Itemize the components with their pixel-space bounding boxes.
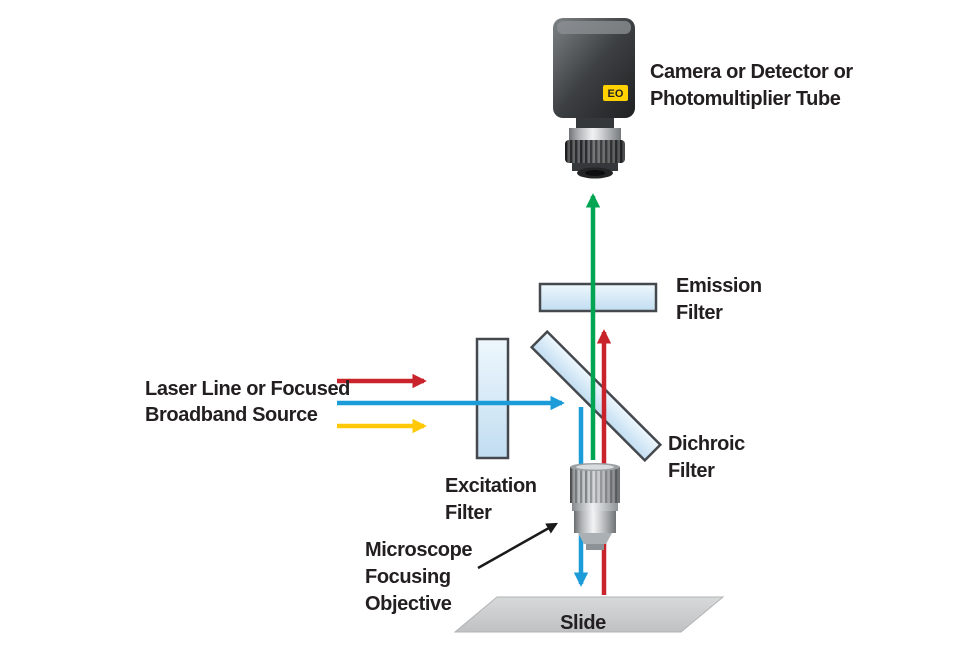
camera-detector: EO <box>553 18 635 179</box>
camera-lens-opening <box>585 170 605 176</box>
excitation-filter <box>475 337 510 460</box>
dichroic-filter <box>529 329 663 463</box>
camera-label-line1: Camera or Detector or <box>650 61 853 83</box>
objective-label-line3: Objective <box>365 593 452 615</box>
dichroic-filter-label-line1: Dichroic <box>668 433 745 455</box>
excitation-filter-label-line2: Filter <box>445 502 492 524</box>
camera-logo-badge <box>603 85 628 101</box>
objective-label-line2: Focusing <box>365 566 451 588</box>
excitation-filter-label-line1: Excitation <box>445 475 537 497</box>
emission-filter-label-line2: Filter <box>676 302 723 324</box>
camera-top-highlight <box>557 21 631 34</box>
emission-filter-label-line1: Emission <box>676 275 762 297</box>
objective-label-line1: Microscope <box>365 539 472 561</box>
camera-label-line2: Photomultiplier Tube <box>650 88 841 110</box>
microscope-objective <box>570 463 620 550</box>
camera-logo-text: EO <box>608 88 624 100</box>
source-label-line1: Laser Line or Focused <box>145 378 350 400</box>
emission-filter <box>538 282 658 313</box>
source-label-line2: Broadband Source <box>145 404 318 426</box>
dichroic-filter-label-line2: Filter <box>668 460 715 482</box>
slide-label: Slide <box>560 612 606 634</box>
microscope-slide <box>453 596 725 633</box>
objective-pointer-arrow <box>477 522 559 570</box>
